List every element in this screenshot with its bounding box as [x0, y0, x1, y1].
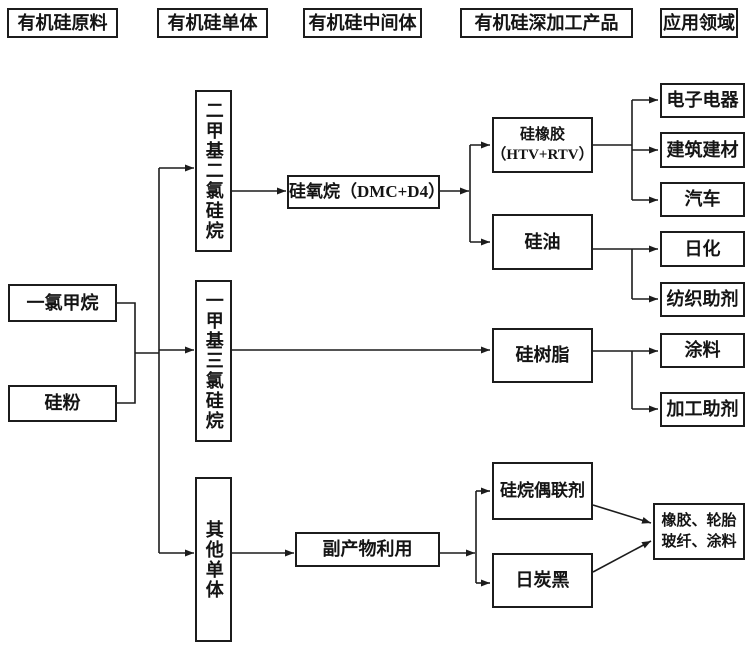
node-automobile: 汽车: [660, 182, 745, 217]
silicone-resin-split-lines: [593, 347, 658, 413]
node-processing-auxiliaries: 加工助剂: [660, 392, 745, 427]
node-silicone-resin: 硅树脂: [492, 328, 593, 383]
node-silane-coupling-agent: 硅烷偶联剂: [492, 462, 593, 520]
node-rubber-tire-glassfiber-coating: 橡胶、轮胎 玻纤、涂料: [653, 503, 745, 560]
node-dimethyldichlorosilane: 二甲基二氯硅烷: [195, 90, 232, 252]
monomer-to-intermediate-arrows: [231, 187, 490, 557]
byproduct-split-lines: [440, 487, 490, 587]
column-header-application-fields: 应用领域: [660, 8, 738, 38]
node-electronics: 电子电器: [660, 83, 745, 118]
node-methyltrichlorosilane: 一甲基三氯硅烷: [195, 280, 232, 442]
node-byproduct-utilization: 副产物利用: [295, 532, 440, 567]
node-siloxane: 硅氧烷（DMC+D4）: [287, 175, 445, 209]
column-header-deep-processed-products: 有机硅深加工产品: [460, 8, 633, 38]
node-silicone-oil: 硅油: [492, 214, 593, 270]
monomer-distribution-lines: [158, 164, 194, 557]
column-header-raw-materials: 有机硅原料: [7, 8, 118, 38]
node-carbon-black: 日炭黑: [492, 553, 593, 608]
raw-materials-merge-lines: [117, 302, 159, 404]
column-header-monomers: 有机硅单体: [157, 8, 268, 38]
node-chloromethane: 一氯甲烷: [8, 284, 117, 322]
node-silicone-rubber: 硅橡胶 （HTV+RTV）: [491, 117, 594, 173]
node-coatings: 涂料: [660, 333, 745, 368]
converging-diagonal-arrows: [592, 504, 652, 573]
node-construction-materials: 建筑建材: [660, 132, 745, 168]
node-silicon-powder: 硅粉: [8, 385, 117, 422]
siloxane-split-lines: [440, 141, 490, 246]
node-daily-chemicals: 日化: [660, 231, 745, 267]
silicone-rubber-split-lines: [593, 96, 658, 204]
node-other-monomers: 其他单体: [195, 477, 232, 642]
column-header-intermediates: 有机硅中间体: [303, 8, 422, 38]
silicone-oil-split-lines: [593, 245, 658, 303]
node-textile-auxiliaries: 纺织助剂: [660, 282, 745, 317]
